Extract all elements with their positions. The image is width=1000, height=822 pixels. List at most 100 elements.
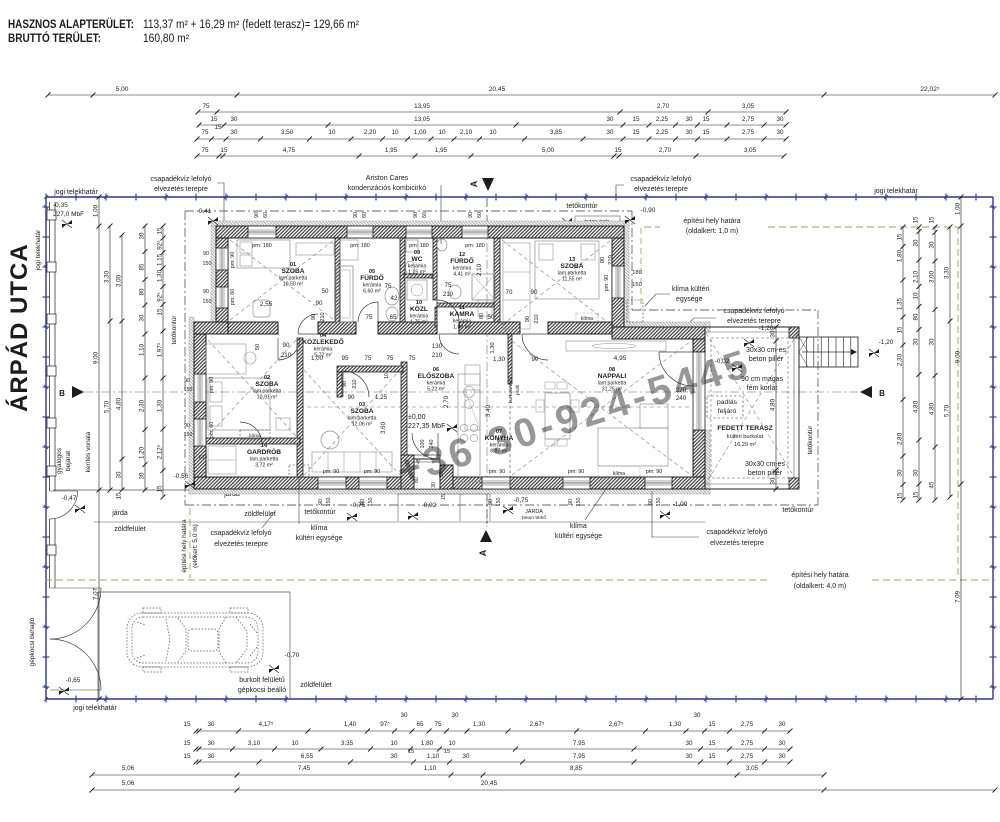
svg-text:210: 210 [432, 352, 443, 359]
svg-text:1,30: 1,30 [473, 721, 486, 728]
svg-text:30: 30 [770, 330, 777, 337]
svg-text:10: 10 [291, 740, 299, 747]
svg-text:2,75: 2,75 [741, 753, 754, 760]
svg-text:9,00: 9,00 [93, 351, 100, 364]
svg-text:15: 15 [441, 494, 447, 500]
svg-text:kültéri burkolat: kültéri burkolat [727, 434, 764, 440]
svg-text:2,70: 2,70 [659, 147, 672, 154]
svg-text:30: 30 [685, 129, 693, 136]
svg-text:zöldfelület: zöldfelület [114, 526, 146, 533]
svg-text:16,29 m²: 16,29 m² [734, 442, 756, 448]
svg-text:60: 60 [362, 212, 368, 218]
svg-text:tetőkontúr: tetőkontúr [782, 507, 814, 514]
svg-text:30: 30 [693, 712, 701, 719]
svg-text:csapadékvíz lefolyó: csapadékvíz lefolyó [706, 529, 767, 536]
svg-text:A: A [469, 180, 479, 187]
svg-text:3,85: 3,85 [550, 129, 563, 136]
svg-text:90: 90 [311, 314, 317, 320]
svg-text:lam.parketta: lam.parketta [598, 381, 627, 387]
svg-text:85: 85 [139, 263, 146, 270]
svg-text:210: 210 [320, 312, 326, 321]
svg-text:kerámia: kerámia [314, 347, 333, 353]
svg-text:90: 90 [348, 394, 355, 401]
svg-text:90: 90 [184, 423, 190, 429]
svg-text:10: 10 [390, 740, 398, 747]
svg-text:30: 30 [139, 314, 146, 321]
svg-text:90: 90 [531, 289, 538, 296]
svg-text:15: 15 [157, 308, 164, 315]
svg-text:50: 50 [439, 471, 445, 477]
svg-text:3,60: 3,60 [380, 421, 387, 434]
svg-text:4,75: 4,75 [283, 147, 296, 154]
svg-text:1,95: 1,95 [435, 147, 448, 154]
svg-text:30: 30 [778, 753, 786, 760]
svg-text:2,67⁵: 2,67⁵ [609, 721, 624, 728]
svg-text:30: 30 [606, 116, 614, 123]
svg-text:75: 75 [445, 283, 452, 289]
svg-text:pm: 180: pm: 180 [350, 243, 369, 249]
svg-text:kerámia: kerámia [410, 314, 429, 320]
svg-text:építési hely határa: építési hely határa [683, 218, 740, 225]
svg-text:02: 02 [264, 375, 270, 381]
svg-text:227,35 MbF: 227,35 MbF [408, 423, 445, 430]
svg-text:(oldalkert: 1,0 m): (oldalkert: 1,0 m) [686, 228, 739, 235]
svg-text:ELŐSZOBA: ELŐSZOBA [418, 371, 455, 380]
svg-text:30: 30 [770, 477, 777, 484]
svg-text:WC: WC [412, 256, 423, 263]
svg-text:30: 30 [606, 129, 614, 136]
svg-text:1,10: 1,10 [427, 753, 440, 760]
svg-text:15: 15 [183, 721, 191, 728]
svg-text:-0,70: -0,70 [285, 652, 300, 659]
svg-text:1,10: 1,10 [424, 765, 437, 772]
svg-text:4,80: 4,80 [770, 398, 777, 411]
svg-text:05: 05 [369, 269, 375, 275]
svg-text:30: 30 [778, 721, 786, 728]
svg-text:klíma: klíma [613, 471, 625, 477]
svg-text:kerítés vonala: kerítés vonala [85, 431, 92, 472]
svg-text:90: 90 [568, 499, 574, 505]
svg-text:10: 10 [328, 129, 336, 136]
svg-text:5,70: 5,70 [104, 400, 111, 413]
svg-text:1,00: 1,00 [93, 204, 100, 217]
svg-text:15: 15 [210, 116, 218, 123]
svg-text:30x30 cm-es: 30x30 cm-es [746, 347, 787, 354]
svg-text:pm: 60: pm: 60 [209, 422, 215, 438]
svg-text:zöldfelület: zöldfelület [244, 511, 276, 518]
svg-text:2,75: 2,75 [741, 721, 754, 728]
svg-text:KAMRA: KAMRA [450, 311, 475, 318]
svg-text:3,05: 3,05 [742, 103, 755, 110]
svg-text:10: 10 [384, 373, 390, 379]
svg-text:4,41 m²: 4,41 m² [453, 272, 471, 278]
svg-text:75: 75 [201, 129, 209, 136]
svg-text:±0,00: ±0,00 [408, 414, 426, 421]
svg-text:2,70: 2,70 [443, 395, 450, 408]
svg-text:B: B [59, 389, 65, 398]
svg-text:(oldalkert: 4,0 m): (oldalkert: 4,0 m) [794, 583, 847, 590]
svg-text:pm: 180: pm: 180 [252, 243, 271, 249]
svg-text:90: 90 [360, 499, 366, 505]
svg-text:10: 10 [391, 129, 399, 136]
svg-text:SZOBA: SZOBA [560, 263, 583, 270]
svg-text:240: 240 [676, 395, 687, 402]
svg-text:beton pillér: beton pillér [749, 356, 784, 363]
svg-text:30: 30 [230, 116, 238, 123]
svg-text:2,55: 2,55 [260, 301, 273, 308]
svg-text:JÁRDA: JÁRDA [525, 508, 543, 515]
svg-text:4,80: 4,80 [913, 400, 920, 413]
svg-text:15: 15 [444, 749, 450, 755]
svg-text:klíma: klíma [570, 523, 587, 530]
svg-text:elvezetés terepre: elvezetés terepre [154, 186, 208, 193]
svg-text:60: 60 [477, 212, 483, 218]
svg-text:30: 30 [139, 472, 146, 479]
svg-text:150: 150 [368, 498, 374, 507]
svg-text:90: 90 [468, 212, 474, 218]
svg-text:30: 30 [685, 116, 693, 123]
svg-text:210: 210 [534, 314, 540, 323]
svg-text:lam.parketta: lam.parketta [348, 416, 377, 422]
svg-text:150: 150 [203, 261, 212, 267]
svg-text:pm: 180: pm: 180 [409, 243, 428, 249]
svg-text:3,72 m²: 3,72 m² [255, 463, 273, 469]
svg-text:kerámia: kerámia [453, 319, 472, 325]
svg-text:kültéri egysége: kültéri egysége [555, 533, 602, 540]
svg-text:-1,00: -1,00 [673, 501, 688, 508]
